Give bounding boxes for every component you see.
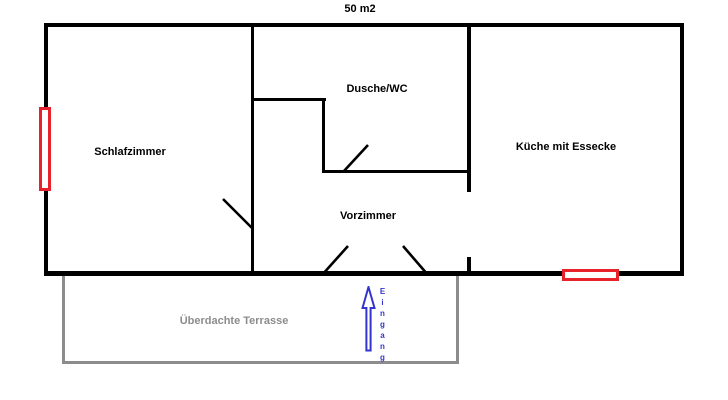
wall-dusche-upper (251, 98, 326, 101)
wall-kueche-divider-stub (467, 257, 471, 276)
window-left-marker (39, 107, 51, 191)
wall-dusche-vertical (322, 98, 325, 173)
window-bottom-marker (562, 269, 619, 281)
dusche-door-swing (343, 144, 369, 172)
wall-schlafzimmer-vorzimmer (251, 23, 254, 276)
room-label-dusche-wc: Dusche/WC (346, 83, 408, 95)
wall-exterior-top (44, 23, 684, 27)
entrance-arrow-icon (361, 286, 376, 352)
entrance-label: Eingang (378, 287, 387, 364)
wall-exterior-bottom (44, 271, 684, 276)
room-label-kueche: Küche mit Essecke (515, 141, 617, 153)
wall-kueche-divider (467, 23, 471, 192)
room-label-schlafzimmer: Schlafzimmer (94, 146, 166, 158)
wall-exterior-right (680, 23, 684, 276)
plan-title: 50 m2 (344, 3, 376, 15)
wall-dusche-lower (322, 170, 471, 173)
room-label-vorzimmer: Vorzimmer (339, 210, 397, 222)
room-label-terrasse: Überdachte Terrasse (179, 315, 289, 327)
schlafzimmer-door-swing (222, 198, 253, 229)
terrace-outline (62, 275, 459, 364)
